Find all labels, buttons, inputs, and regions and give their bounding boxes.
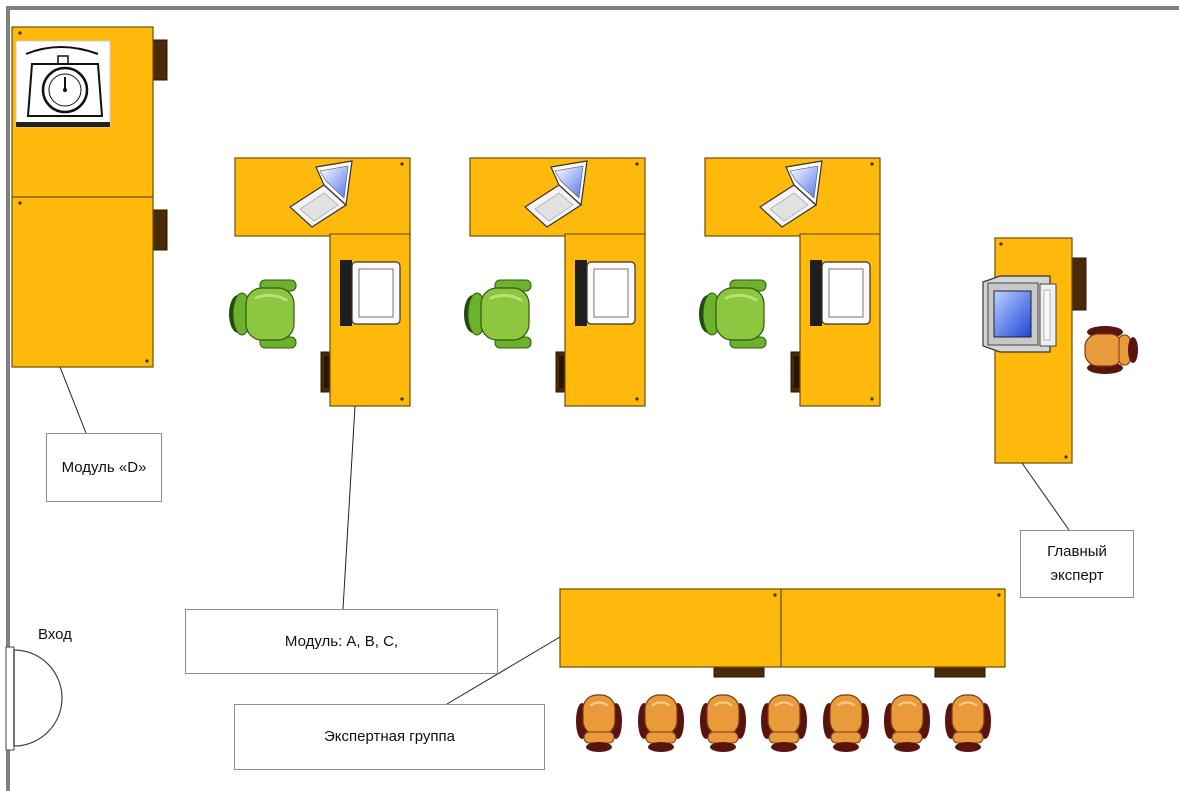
chair-icon [697,278,768,350]
chair-icon [882,693,932,754]
chief-expert-label: Главный эксперт [1020,530,1134,598]
monitor-icon [574,259,636,327]
module-b-workstation [462,157,646,407]
left-wall-upper [6,6,10,647]
module-d-label-text: Модуль «D» [61,458,147,476]
left-wall-lower [6,750,10,791]
modules-abc-label-text: Модуль: A, B, C, [284,632,399,650]
scale-icon [15,40,111,128]
modules-abc-label: Модуль: A, B, C, [185,609,498,674]
entrance-door-icon [5,646,63,751]
chair-icon [636,693,686,754]
chair-icon [759,693,809,754]
module-d-label: Модуль «D» [46,433,162,502]
leader-line-module-d [59,366,87,434]
entrance-label: Вход [38,626,72,643]
chair-icon [574,693,624,754]
chair-icon [1084,325,1139,375]
module-c-workstation [697,157,881,407]
expert-group-label-text: Экспертная группа [323,728,455,745]
chair-icon [462,278,533,350]
module-a-workstation [227,157,411,407]
expert-group-tables [559,588,1006,754]
expert-group-label: Экспертная группа [234,704,545,770]
leader-line-expert-group [446,636,561,705]
leader-line-chief-expert [1021,462,1070,531]
chair-icon [943,693,993,754]
leader-line-modules-abc [342,405,356,610]
monitor-icon [809,259,871,327]
monitor-icon [339,259,401,327]
chair-icon [821,693,871,754]
top-wall [10,6,1179,10]
chief-expert-workstation [982,237,1139,464]
computer-terminal-icon [982,275,1057,353]
chief-expert-label-text: Главный эксперт [1047,543,1107,584]
chair-icon [227,278,298,350]
module-d-workstation [11,26,168,368]
chair-icon [698,693,748,754]
